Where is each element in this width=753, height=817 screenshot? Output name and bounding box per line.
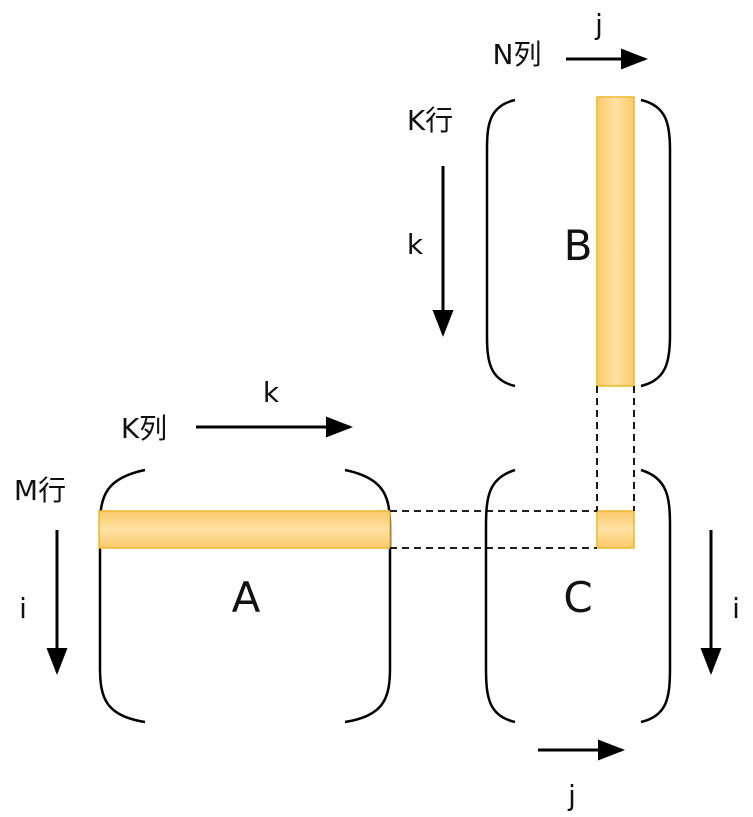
matrix-c-row-index: i (732, 592, 740, 625)
projection-lines (390, 386, 635, 549)
matrix-b: B (485, 96, 672, 388)
matrix-b-name: B (564, 221, 593, 270)
matrix-a-left-bracket (98, 468, 146, 724)
matrix-b-left-bracket (485, 98, 516, 388)
matrix-a-highlighted-row (98, 510, 391, 549)
matrix-b-col-index: j (594, 8, 603, 41)
matrix-c-highlighted-cell (596, 510, 635, 549)
matrix-a: A (98, 468, 392, 724)
matrix-a-col-index: k (263, 376, 280, 409)
matrix-a-row-index: i (19, 592, 27, 625)
matrix-b-right-bracket (640, 98, 672, 388)
matrix-c-col-index: j (567, 779, 576, 812)
matrix-c: C (484, 468, 672, 724)
matrix-b-rows-label: K行 (407, 104, 453, 137)
matrix-b-highlighted-column (596, 96, 635, 387)
matrix-b-cols-label: N列 (493, 38, 542, 71)
matrix-a-right-bracket (344, 468, 392, 724)
matrix-c-name: C (563, 573, 592, 622)
matrix-c-left-bracket (484, 468, 516, 724)
matrix-a-name: A (232, 573, 261, 622)
matrix-c-right-bracket (640, 468, 672, 724)
matrix-a-cols-label: K列 (121, 412, 167, 445)
matrix-a-rows-label: M行 (14, 474, 66, 507)
matrix-b-row-index: k (407, 228, 424, 261)
